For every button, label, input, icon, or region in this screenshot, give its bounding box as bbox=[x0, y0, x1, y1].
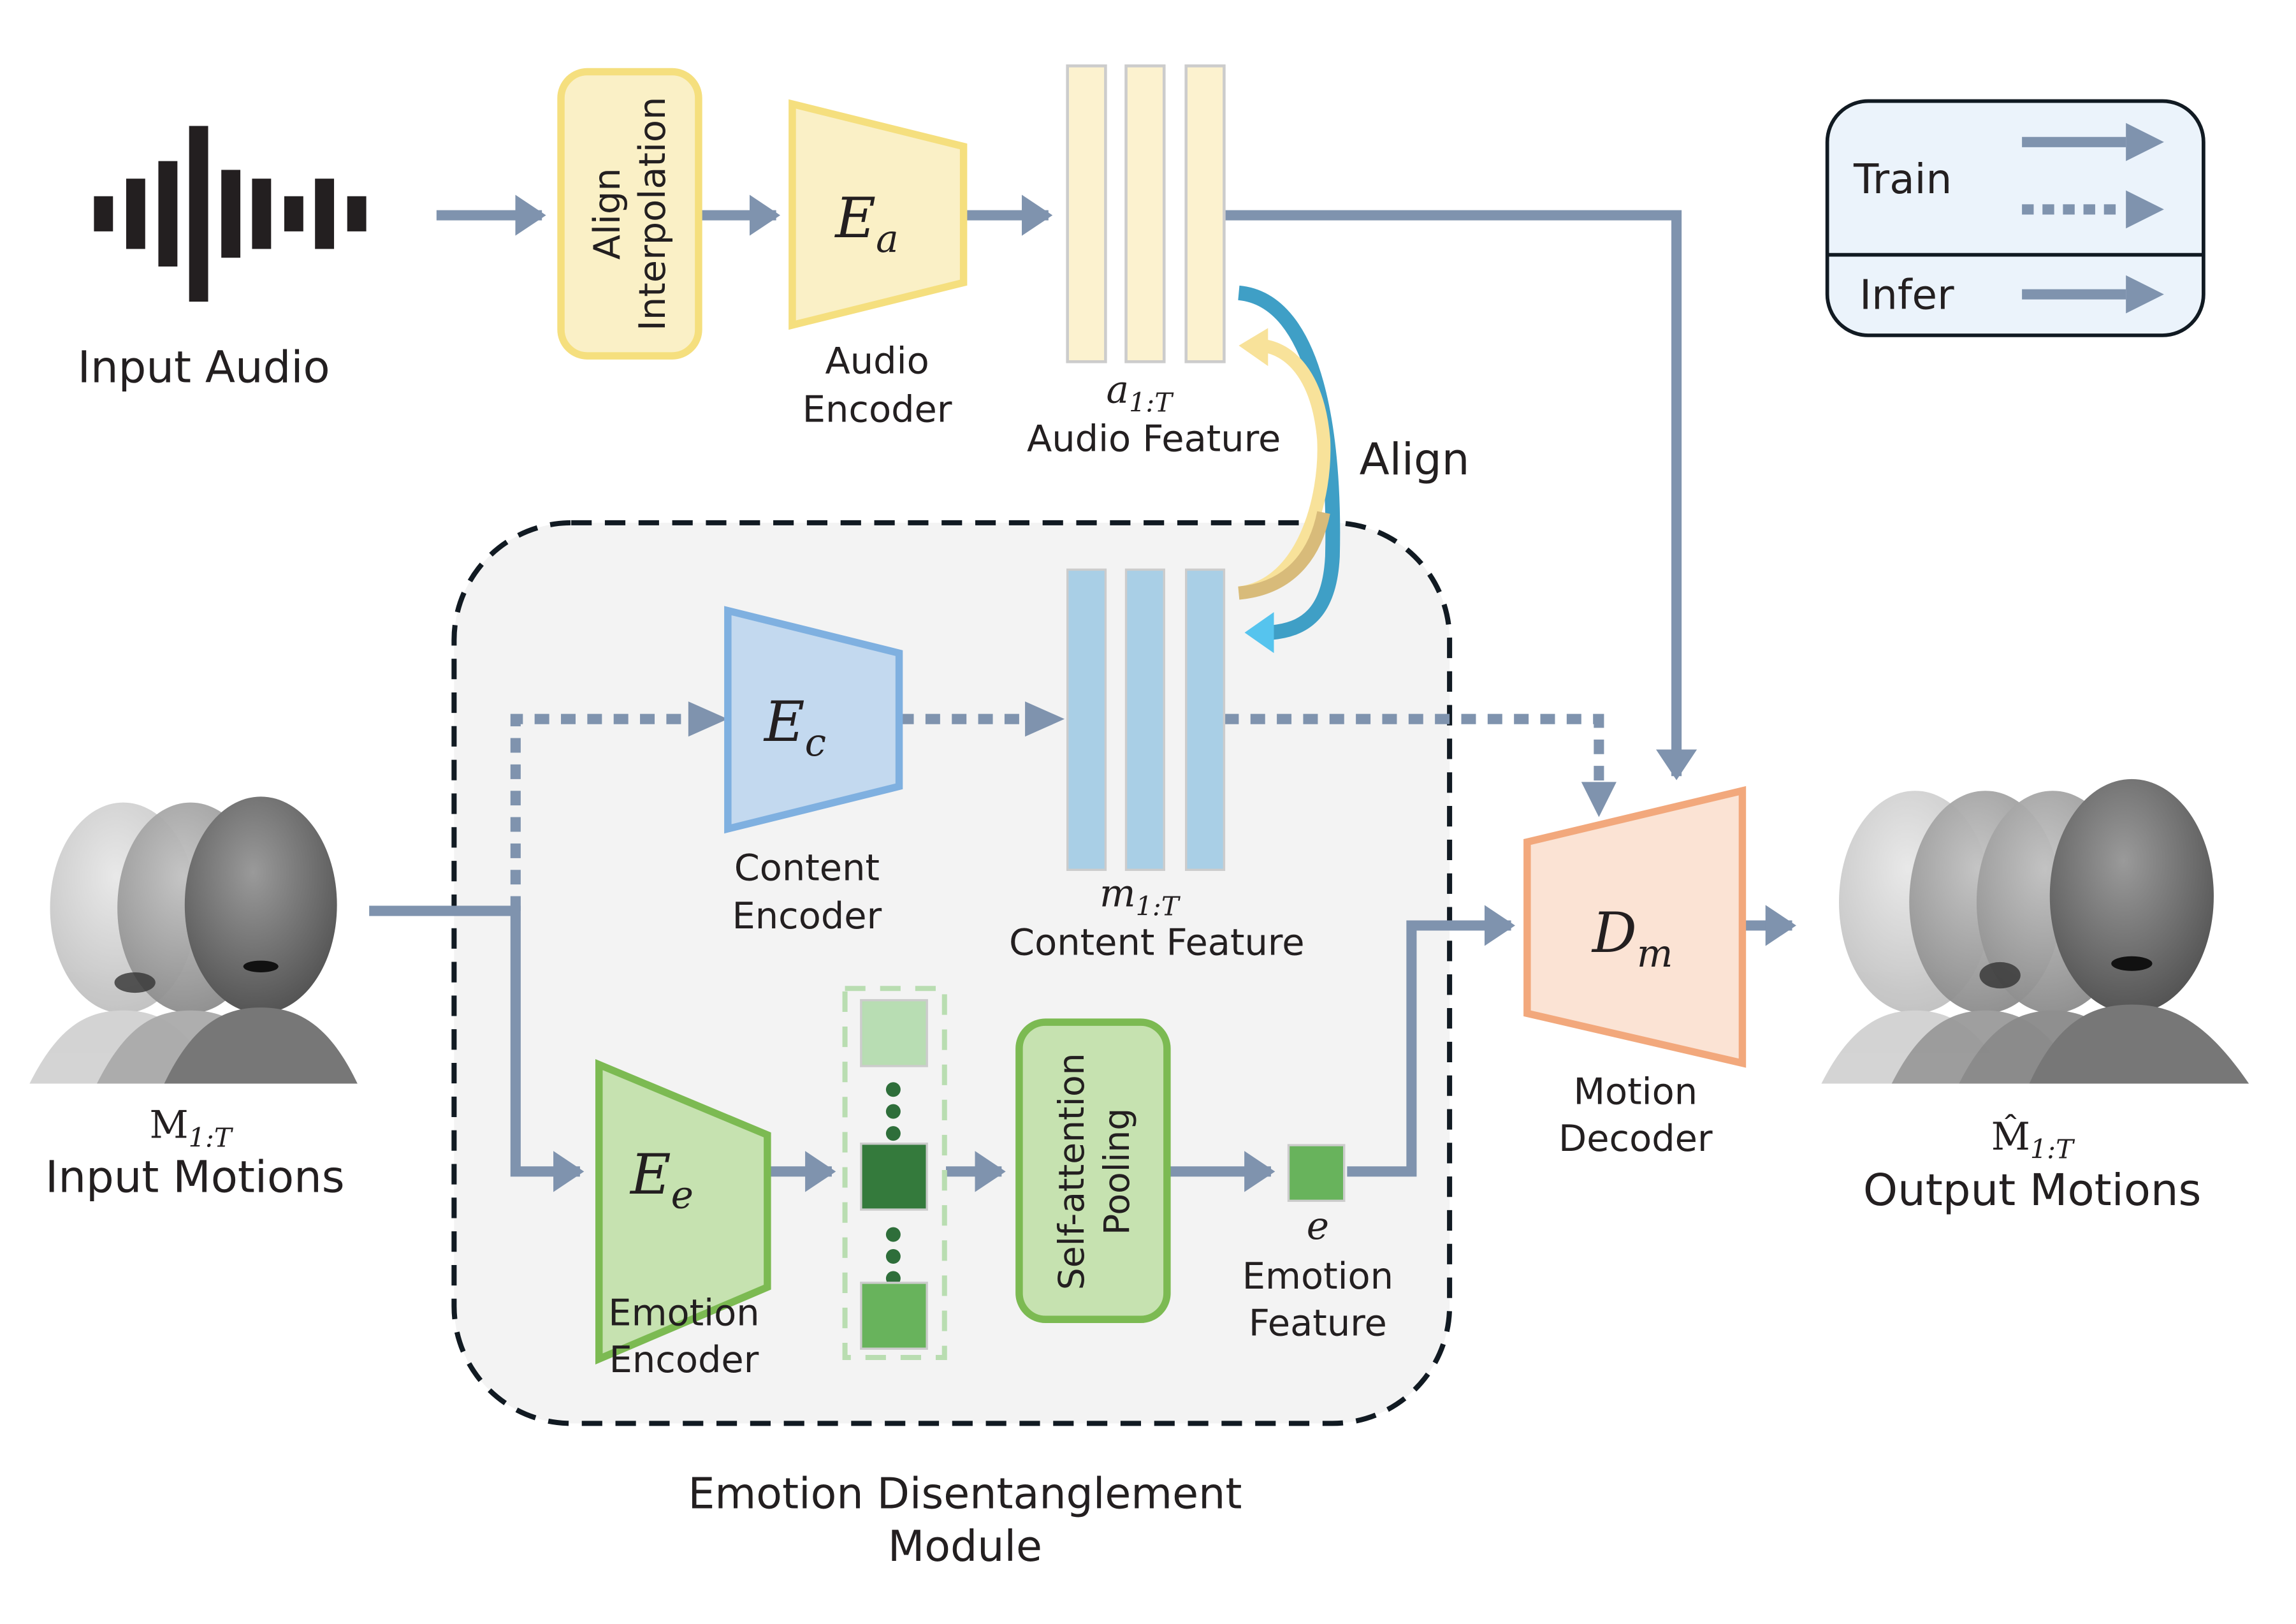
emotion-token-stack bbox=[842, 986, 947, 1361]
input-motions-label: Input Motions bbox=[45, 1152, 345, 1203]
emotion-feature-label1: Emotion bbox=[1242, 1255, 1393, 1298]
arrow-content-feature-to-decoder bbox=[1224, 713, 1604, 791]
interpolation-label: Interpolation bbox=[631, 97, 674, 331]
input-motions-heads bbox=[29, 796, 358, 1084]
content-encoder-label2: Encoder bbox=[732, 895, 882, 937]
emotion-encoder-label1: Emotion bbox=[608, 1291, 759, 1334]
output-motions-symbol: M̂1:T bbox=[1991, 1114, 2075, 1165]
content-feature-label: Content Feature bbox=[1009, 921, 1304, 963]
svg-text:Ec: Ec bbox=[763, 689, 826, 765]
output-motions-heads bbox=[1821, 779, 2249, 1084]
audio-feature-label: Audio Feature bbox=[1027, 417, 1281, 460]
audio-encoder: Ea Audio Encoder bbox=[788, 99, 968, 430]
arrows-solid bbox=[369, 194, 1796, 1192]
align-text: Align bbox=[1360, 434, 1470, 485]
content-encoder: Ec Content Encoder bbox=[724, 606, 903, 937]
svg-text:Ee: Ee bbox=[629, 1142, 694, 1218]
waveform-icon bbox=[94, 126, 367, 302]
emotion-disentanglement-module: Emotion Disentanglement Module bbox=[451, 520, 1453, 1571]
svg-text:e: e bbox=[1307, 1204, 1329, 1248]
align-interpolation-block: Align Interpolation bbox=[557, 68, 702, 360]
motion-decoder: Dm Motion Decoder bbox=[1523, 786, 1747, 1160]
dashed-arrowheads bbox=[688, 701, 1617, 817]
emotion-encoder: Ee Emotion Encoder bbox=[595, 1059, 771, 1381]
emotion-feature-label2: Feature bbox=[1249, 1302, 1387, 1345]
input-motions-symbol: M1:T bbox=[150, 1104, 234, 1153]
arrow-e-to-decoder bbox=[1347, 905, 1516, 1177]
arrow-audio-feature-to-decoder bbox=[1224, 210, 1697, 780]
motion-decoder-label2: Decoder bbox=[1559, 1117, 1713, 1160]
input-audio-label: Input Audio bbox=[78, 342, 330, 393]
emotion-encoder-label2: Encoder bbox=[609, 1338, 759, 1381]
content-encoder-label1: Content bbox=[734, 846, 880, 889]
arrow-input-to-ee bbox=[369, 905, 585, 1192]
align-label: Align bbox=[586, 168, 628, 260]
audio-encoder-label2: Encoder bbox=[803, 388, 952, 430]
emotion-feature: e Emotion Feature bbox=[1242, 1144, 1393, 1345]
svg-text:Dm: Dm bbox=[1591, 900, 1673, 976]
legend-train-label: Train bbox=[1853, 156, 1952, 203]
audio-feature-symbol: a1:T bbox=[1107, 369, 1175, 418]
arrows-dashed bbox=[510, 713, 1604, 911]
audio-encoder-label1: Audio bbox=[825, 340, 929, 383]
module-title-line1: Emotion Disentanglement bbox=[688, 1469, 1242, 1519]
content-feature-symbol: m1:T bbox=[1100, 872, 1181, 922]
self-attention-pooling-block: Self-attention Pooling bbox=[1015, 1018, 1171, 1324]
pooling-label: Pooling bbox=[1096, 1108, 1137, 1235]
output-motions-label: Output Motions bbox=[1863, 1165, 2202, 1216]
svg-text:Ea: Ea bbox=[834, 186, 898, 261]
module-title-line2: Module bbox=[888, 1521, 1042, 1571]
arrow-input-to-ec bbox=[510, 713, 712, 911]
motion-decoder-label1: Motion bbox=[1573, 1071, 1697, 1113]
legend-infer-label: Infer bbox=[1859, 272, 1954, 319]
self-attention-label: Self-attention bbox=[1051, 1053, 1092, 1290]
content-feature-bars bbox=[1066, 568, 1226, 871]
audio-feature-bars bbox=[1066, 64, 1226, 363]
legend: Train Infer bbox=[1825, 99, 2205, 337]
align-arrows bbox=[1237, 285, 1341, 654]
